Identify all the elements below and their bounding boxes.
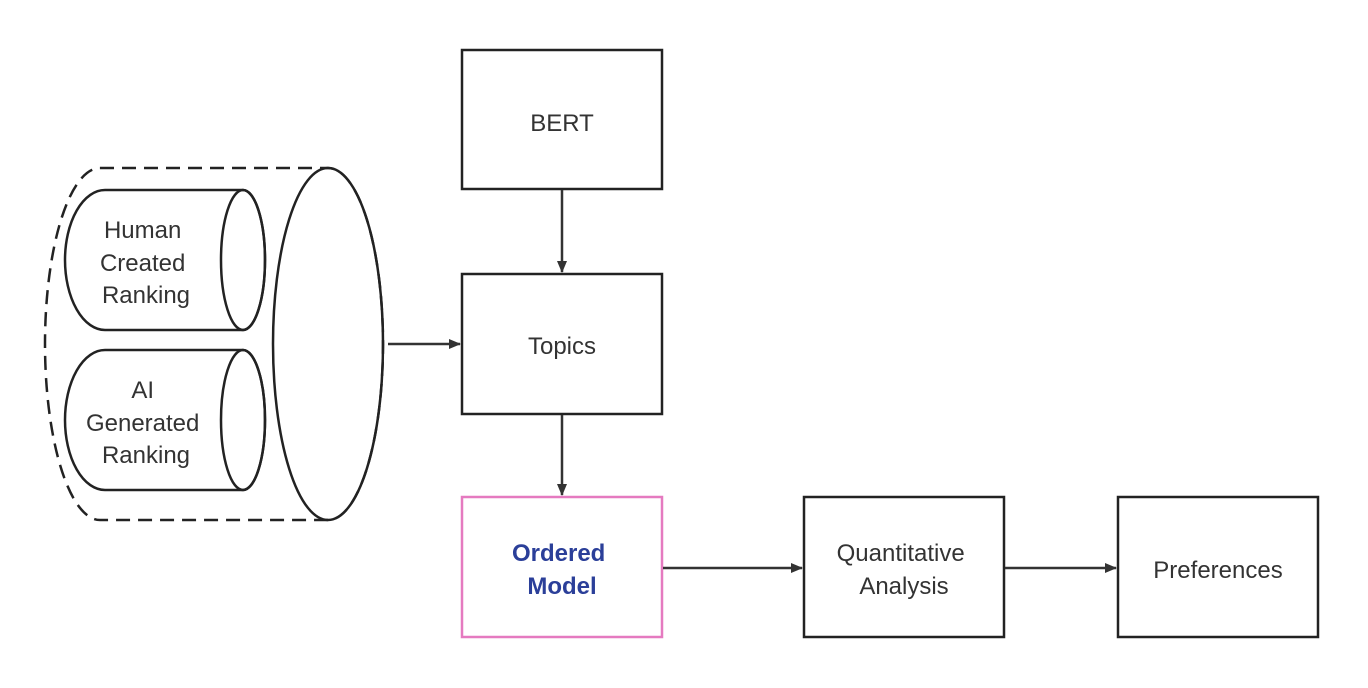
ai-ranking-label: AI Generated Ranking <box>86 377 206 469</box>
topics-node: Topics <box>460 272 664 416</box>
bert-label: BERT <box>530 110 594 137</box>
bert-node: BERT <box>460 48 664 191</box>
human-ranking-label: Human Created Ranking <box>100 217 192 309</box>
preferences-node: Preferences <box>1116 495 1320 639</box>
ai-ranking-cylinder: AI Generated Ranking <box>63 348 267 492</box>
ordered-model-node: Ordered Model <box>460 495 664 639</box>
human-ranking-cylinder: Human Created Ranking <box>63 188 267 332</box>
data-store-front-face <box>271 166 385 522</box>
preferences-label: Preferences <box>1153 557 1282 584</box>
ordered-model-line-1: Ordered <box>512 540 605 567</box>
ai-ranking-line-3: Ranking <box>102 442 190 469</box>
topics-label: Topics <box>528 333 596 360</box>
ordered-model-label: Ordered Model <box>512 540 612 600</box>
quantitative-analysis-line-2: Analysis <box>859 573 948 600</box>
data-store-outline <box>43 166 385 522</box>
quantitative-analysis-label: Quantitative Analysis <box>837 540 972 600</box>
data-store-cylinder <box>43 166 385 522</box>
human-ranking-line-2: Created <box>100 250 185 277</box>
human-ranking-line-1: Human <box>104 217 181 244</box>
ai-ranking-line-1: AI <box>131 377 154 404</box>
quantitative-analysis-line-1: Quantitative <box>837 540 965 567</box>
ai-ranking-line-2: Generated <box>86 410 199 437</box>
ordered-model-line-2: Model <box>527 573 596 600</box>
quantitative-analysis-node: Quantitative Analysis <box>802 495 1006 639</box>
human-ranking-line-3: Ranking <box>102 282 190 309</box>
